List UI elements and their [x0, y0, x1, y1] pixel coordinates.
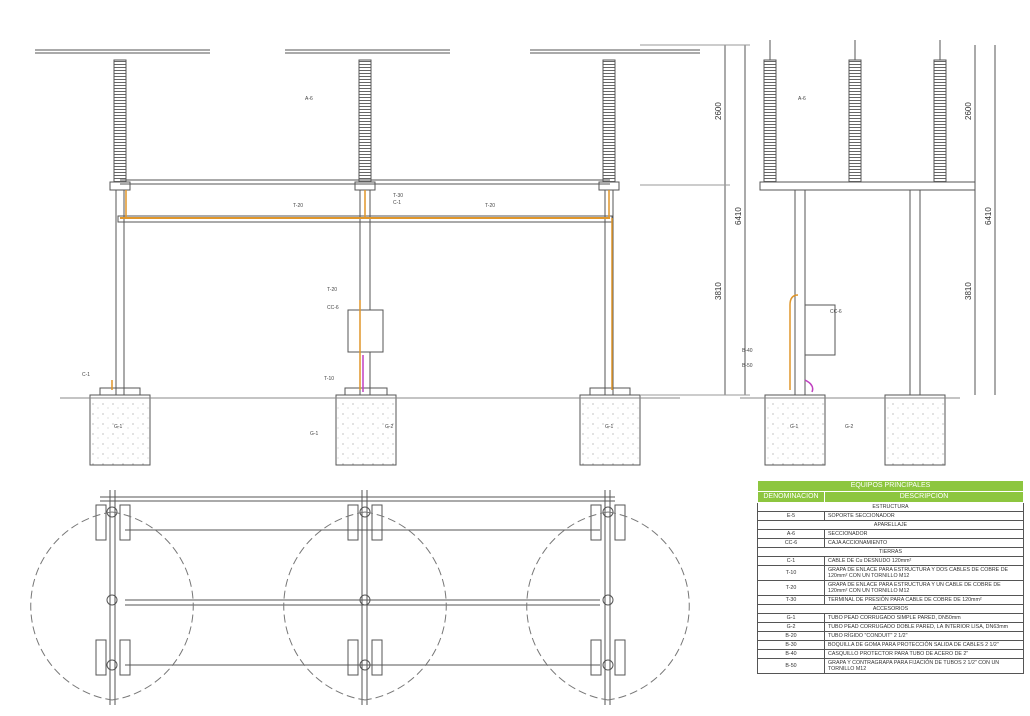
- svg-text:3810: 3810: [964, 282, 973, 300]
- svg-text:G-1: G-1: [605, 424, 614, 430]
- svg-text:6410: 6410: [984, 207, 993, 225]
- svg-text:T-30: T-30: [393, 193, 403, 199]
- svg-text:G-2: G-2: [385, 424, 394, 430]
- svg-text:A-6: A-6: [798, 96, 806, 102]
- svg-text:T-20: T-20: [327, 287, 337, 293]
- svg-text:2600: 2600: [964, 102, 973, 120]
- svg-text:G-2: G-2: [845, 424, 854, 430]
- table-title: EQUIPOS PRINCIPALES: [757, 480, 1024, 492]
- front-elevation: [35, 44, 750, 466]
- section-header: ESTRUCTURA: [757, 502, 1024, 512]
- pole-middle: [285, 49, 450, 466]
- plan-view: [30, 490, 690, 705]
- svg-text:C-1: C-1: [82, 372, 90, 378]
- svg-text:CC-6: CC-6: [830, 309, 842, 315]
- front-labels: A-6 T-20 T-20 T-30 C-1 T-20 CC-6 T-10 C-…: [82, 96, 743, 437]
- svg-text:G-1: G-1: [310, 431, 319, 437]
- svg-text:T-20: T-20: [485, 203, 495, 209]
- section-header: ACCESORIOS: [757, 604, 1024, 614]
- svg-text:B-50: B-50: [742, 363, 753, 369]
- svg-text:B-40: B-40: [742, 348, 753, 354]
- svg-text:2600: 2600: [714, 102, 723, 120]
- svg-text:CC-6: CC-6: [327, 305, 339, 311]
- svg-text:T-10: T-10: [324, 376, 334, 382]
- section-header: APARELLAJE: [757, 520, 1024, 530]
- svg-text:T-20: T-20: [293, 203, 303, 209]
- pole-left: [35, 49, 210, 466]
- side-labels: A-6 CC-6 B-40 B-50 G-1 G-2 2600 3810 641…: [742, 96, 993, 430]
- svg-text:6410: 6410: [734, 207, 743, 225]
- side-elevation: [740, 40, 996, 466]
- col-desc-header: DESCRIPCION: [824, 491, 1024, 503]
- pole-right: [530, 49, 700, 466]
- section-header: TIERRAS: [757, 547, 1024, 557]
- svg-text:C-1: C-1: [393, 200, 401, 206]
- col-code-header: DENOMINACION: [757, 491, 825, 503]
- svg-text:G-1: G-1: [790, 424, 799, 430]
- svg-text:A-6: A-6: [305, 96, 313, 102]
- svg-text:G-1: G-1: [114, 424, 123, 430]
- svg-text:3810: 3810: [714, 282, 723, 300]
